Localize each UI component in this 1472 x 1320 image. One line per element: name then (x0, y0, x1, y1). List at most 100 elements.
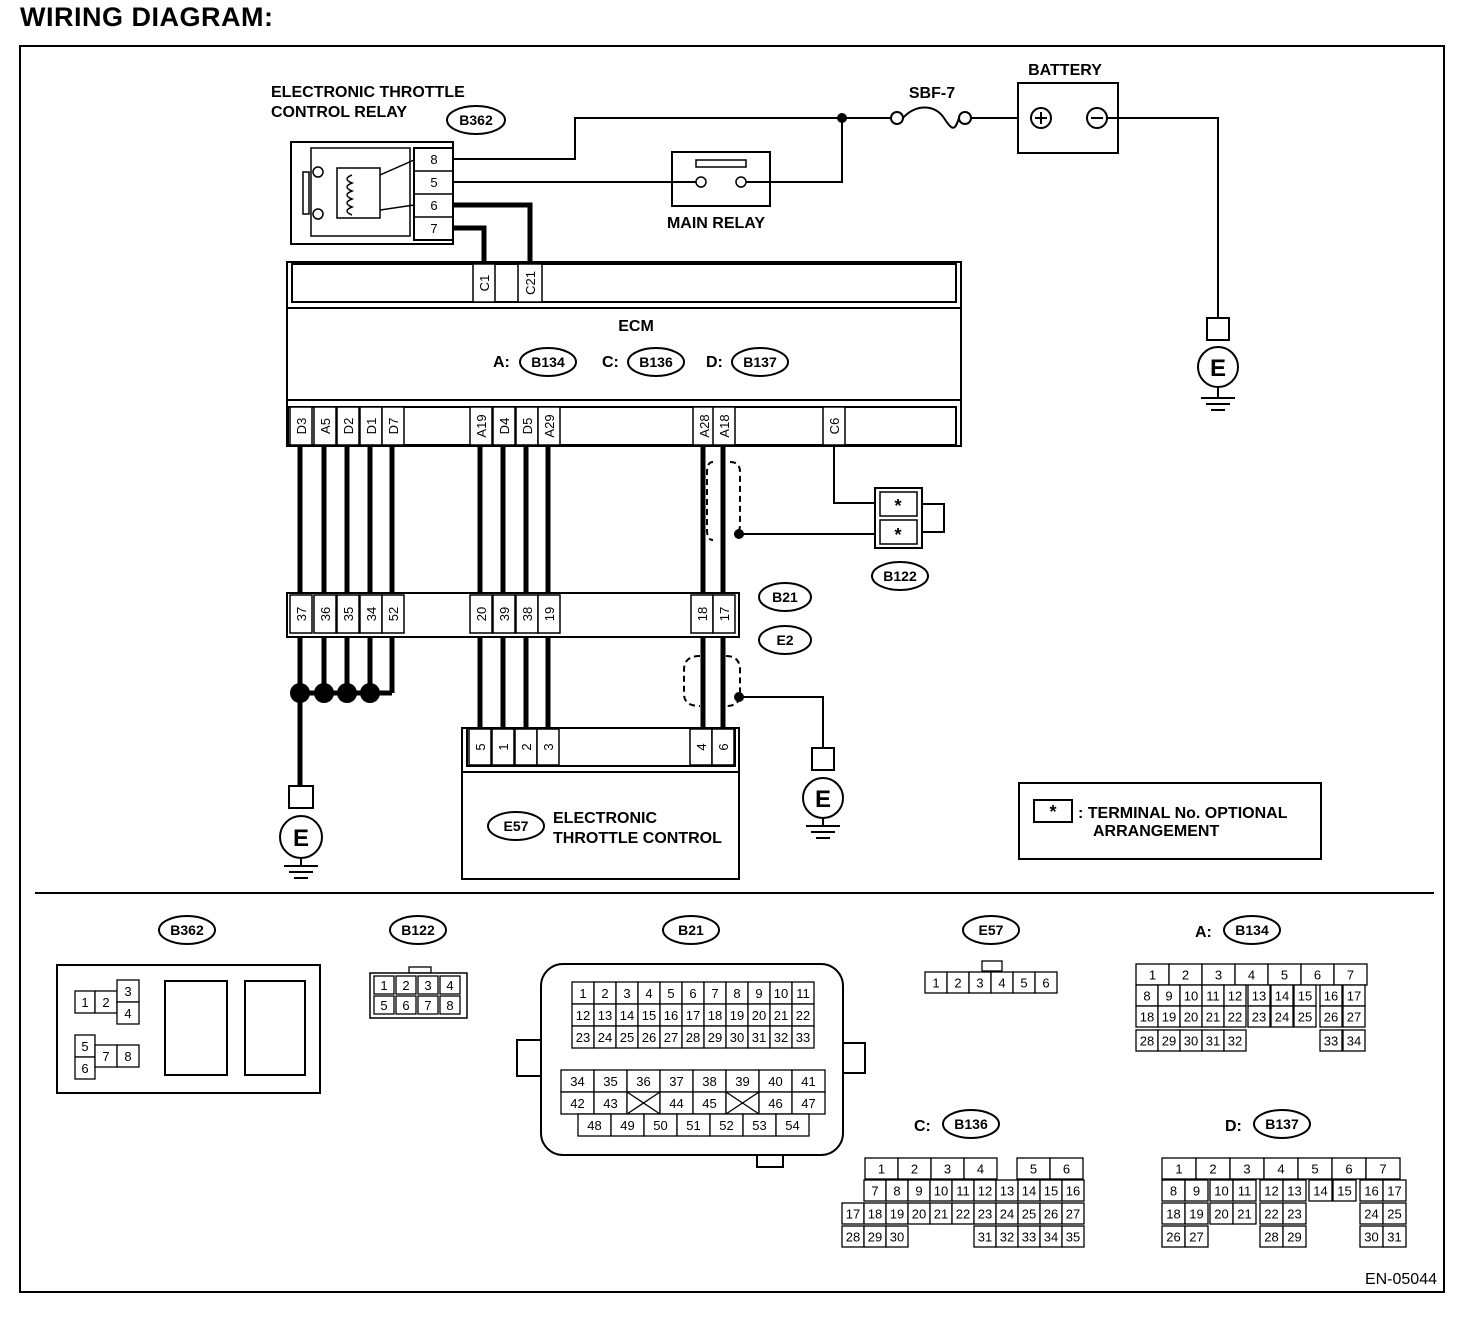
b21-pin: 34 (570, 1074, 584, 1089)
b137-pin: 7 (1379, 1162, 1386, 1177)
joint-connector-id: B122 (883, 568, 917, 584)
ecm-prefix-c: C: (602, 354, 619, 371)
b134-pin: 19 (1162, 1010, 1176, 1025)
ecm-bottom-pin: D7 (386, 418, 401, 435)
ecm-harness-wires (297, 445, 726, 595)
b21-pin: 6 (689, 986, 696, 1001)
e57-pin: 6 (1042, 976, 1049, 991)
relay-title-line2: CONTROL RELAY (271, 104, 407, 121)
b134-pin: 33 (1324, 1034, 1338, 1049)
b134-pin: 26 (1324, 1010, 1338, 1025)
ecm-top-pin: C1 (477, 275, 492, 292)
b362-pin: 1 (81, 995, 88, 1010)
b137-pin: 29 (1287, 1230, 1301, 1245)
b136-pin: 4 (977, 1162, 984, 1177)
b21-pin: 40 (768, 1074, 782, 1089)
b21-pin: 4 (645, 986, 652, 1001)
main-relay-label: MAIN RELAY (667, 215, 765, 232)
etc-pin: 5 (473, 743, 488, 750)
b136-pin: 15 (1044, 1184, 1058, 1199)
ground-shield: E (802, 747, 844, 839)
harness-pin: 34 (364, 607, 379, 621)
harness-pin: 19 (542, 607, 557, 621)
b21-pin: 14 (620, 1008, 634, 1023)
b21-pin: 8 (733, 986, 740, 1001)
b134-pin: 31 (1206, 1034, 1220, 1049)
b137-prefix: D: (1225, 1118, 1242, 1135)
b136-pin: 9 (915, 1184, 922, 1199)
ecm-connector-a: B134 (531, 354, 565, 370)
ecm-bottom-pin: D5 (520, 418, 535, 435)
b21-pin: 29 (708, 1030, 722, 1045)
b21-pin: 19 (730, 1008, 744, 1023)
etc-label-line2: THROTTLE CONTROL (553, 830, 722, 847)
e57-pin: 4 (998, 976, 1005, 991)
ecm-bottom-pin: D3 (294, 418, 309, 435)
b362-pin: 5 (81, 1039, 88, 1054)
wire-mainrelay-junction (770, 118, 843, 183)
b21-pin: 51 (686, 1118, 700, 1133)
b134-pin: 7 (1347, 968, 1354, 983)
b137-pin: 9 (1193, 1184, 1200, 1199)
b21-pin: 48 (587, 1118, 601, 1133)
harness-pin: 39 (497, 607, 512, 621)
b134-pin: 9 (1165, 989, 1172, 1004)
b136-pin: 26 (1044, 1207, 1058, 1222)
b136-pin: 18 (868, 1207, 882, 1222)
battery-label: BATTERY (1028, 62, 1102, 79)
b137-pin: 6 (1345, 1162, 1352, 1177)
b21-pin: 9 (755, 986, 762, 1001)
b21-pin: 36 (636, 1074, 650, 1089)
b21-pin: 33 (796, 1030, 810, 1045)
b21-pin: 24 (598, 1030, 612, 1045)
ecm-label: ECM (618, 318, 654, 335)
b134-pin: 8 (1143, 989, 1150, 1004)
b137-pin: 12 (1264, 1184, 1278, 1199)
ecm-bottom-pin: D4 (497, 418, 512, 435)
b136-pin: 22 (956, 1207, 970, 1222)
b136-pin: 5 (1030, 1162, 1037, 1177)
b122-pin: 2 (402, 978, 409, 993)
b137-pin: 30 (1364, 1230, 1378, 1245)
b134-pin: 32 (1228, 1034, 1242, 1049)
wire-battery-ground (1107, 117, 1219, 318)
b134-pin: 14 (1275, 989, 1289, 1004)
harness-pin: 17 (717, 607, 732, 621)
b136-pin: 14 (1022, 1184, 1036, 1199)
b21-pin: 54 (785, 1118, 799, 1133)
b136-view-id: B136 (954, 1116, 988, 1132)
splice-dots (290, 683, 380, 703)
ecm-prefix-a: A: (493, 354, 510, 371)
b21-pin: 28 (686, 1030, 700, 1045)
b136-pin: 33 (1022, 1230, 1036, 1245)
b21-pin: 37 (669, 1074, 683, 1089)
shield-lower (683, 655, 744, 707)
b134-pin: 34 (1347, 1034, 1361, 1049)
b134-pin: 20 (1184, 1010, 1198, 1025)
etc-connector-id: E57 (504, 818, 529, 834)
b134-pin: 16 (1324, 989, 1338, 1004)
ecm-connector-d: B137 (743, 354, 777, 370)
wire-relay6-ecm (453, 202, 533, 268)
b136-pin: 20 (912, 1207, 926, 1222)
b21-pin: 43 (603, 1096, 617, 1111)
b136-pin: 21 (934, 1207, 948, 1222)
ecm-bottom-pin: D2 (341, 418, 356, 435)
legend-line2: ARRANGEMENT (1093, 823, 1219, 840)
b137-pin: 20 (1214, 1207, 1228, 1222)
b137-pin: 17 (1387, 1184, 1401, 1199)
page-title: WIRING DIAGRAM: (20, 2, 274, 32)
e57-pin: 5 (1020, 976, 1027, 991)
b362-pin: 8 (124, 1049, 131, 1064)
b21-pin: 44 (669, 1096, 683, 1111)
harness-pin: 36 (318, 607, 333, 621)
b137-view-id: B137 (1265, 1116, 1299, 1132)
b134-pin: 12 (1228, 989, 1242, 1004)
relay-pin: 5 (430, 175, 437, 190)
b21-pin: 16 (664, 1008, 678, 1023)
b21-pin: 3 (623, 986, 630, 1001)
etc-pin: 1 (496, 743, 511, 750)
b136-pin: 13 (1000, 1184, 1014, 1199)
